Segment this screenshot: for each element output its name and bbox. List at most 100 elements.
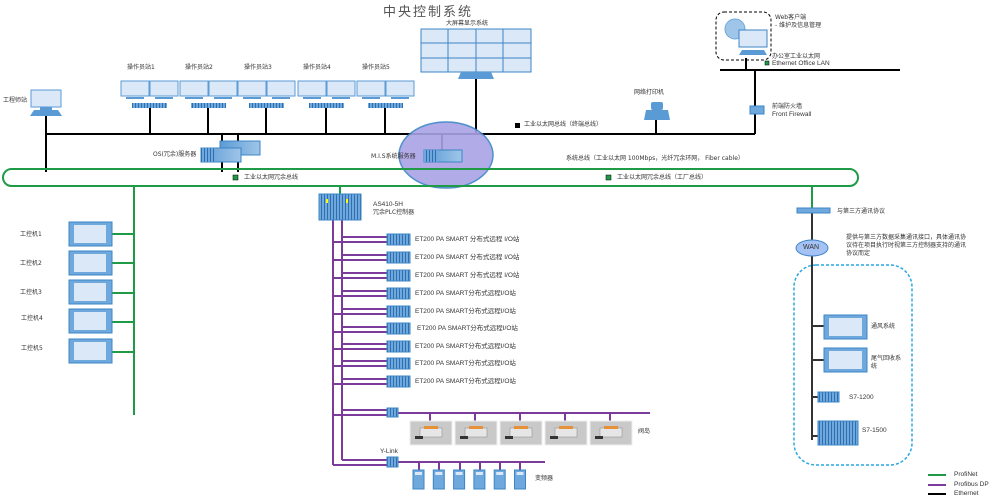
drive [514,469,526,490]
drive [453,469,466,490]
third-party-note-3: 协议而定 [846,250,871,257]
third-party-note-1: 提供与第三方数据采集通讯接口，具体通讯协 [846,234,967,241]
legend-profibus: Profibus DP [954,481,989,488]
s7-1200-label: S7-1200 [849,394,874,401]
io-station-label: ET200 PA SMART 分布式远程 I/O站 [415,236,520,243]
printer-label: 网络打印机 [634,89,665,96]
office-lan-label-1: 办公室工业以太网 [772,53,821,60]
wan-node [795,239,829,257]
io-station-label: ET200 PA SMART分布式远程I/O站 [415,290,516,297]
io-station [386,251,411,264]
web-client-label-1: Web客户端 [775,14,807,21]
valve-island [454,420,498,446]
operator-station-label-2: 操作员站2 [185,64,213,71]
io-station [386,287,411,300]
network-printer [644,102,670,120]
exhaust-recovery-panel [823,347,868,373]
diagram-title: 中央控制系统 [383,5,474,20]
io-station-label: ET200 PA SMART分布式远程I/O站 [417,325,518,332]
hmi-label-3: 工控机3 [20,289,42,296]
hmi-panel-4 [68,308,113,334]
system-bus-ring [2,168,859,187]
legend-profinet: ProfiNet [954,471,978,478]
io-station-label: ET200 PA SMART 分布式远程 I/O站 [415,254,520,261]
io-station [386,322,411,335]
front-firewall-device [749,105,765,115]
third-party-note-2: 议待在项目执行时视第三方控制器支持的通讯 [846,242,967,249]
valve-coupler [386,407,399,418]
operator-station-label-5: 操作员站5 [362,64,390,71]
drive [473,469,486,490]
hmi-label-2: 工控机2 [20,260,42,267]
terminal-bus-label: 工业以太网总线（终端总线） [524,121,603,128]
terminal-bus-marker [515,123,520,128]
office-lan-marker [764,60,770,66]
hmi-panels [68,221,113,364]
valve-island-label: 阀岛 [638,428,651,435]
os-server-label: OS(冗余)服务器 [153,151,197,158]
ring-left-label: 工业以太网冗余总线 [244,174,299,181]
firewall-label-1: 前端防火墙 [772,103,803,110]
ventilation-panel [823,314,868,340]
big-screen-label: 大屏幕显示系统 [446,20,489,27]
engineer-station-computer [30,89,62,116]
plc-label-1: AS410-5H [373,201,403,208]
hmi-panel-3 [68,279,113,305]
drive [493,469,506,490]
operator-station-label-4: 操作员站4 [303,64,331,71]
io-station [386,305,411,318]
operator-station-2 [179,80,238,108]
s7-1500-device [817,420,859,446]
engineer-station-label: 工程师站 [3,97,28,104]
io-station [386,357,411,370]
drive [432,469,445,490]
os-redundant-servers [200,140,261,163]
valve-island [589,420,633,446]
io-stations [386,233,411,388]
hmi-label-5: 工控机5 [21,345,43,352]
ventilation-label: 通风系统 [871,323,896,330]
third-party-zone [793,264,913,466]
operator-station-4 [297,80,356,108]
operator-station-label-1: 操作员站1 [127,64,155,71]
valve-islands [409,420,633,446]
exhaust-label-1: 尾气回收系 [871,355,902,362]
mis-server-label: M.I.S系统服务器 [371,153,416,160]
io-station [386,269,411,282]
ring-marker-right [605,174,612,181]
ylink-label: Y-Link [380,448,398,455]
s7-1500-label: S7-1500 [862,427,887,434]
hmi-panel-1 [68,221,113,247]
protocol-label: 与第三方通讯协议 [837,208,886,215]
hmi-panel-5 [68,338,113,364]
valve-island [409,420,453,446]
big-screen-display [420,28,532,79]
exhaust-label-2: 统 [871,363,878,370]
profibus-network [332,218,650,470]
plc-controller [318,193,362,221]
protocol-gateway [796,207,831,214]
ring-right-label: 工业以太网冗余总线（工厂总线） [617,174,708,181]
valve-island [544,420,588,446]
operator-station-3 [237,80,296,108]
ring-marker-left [232,174,239,181]
operator-stations [120,80,415,108]
io-station [386,340,411,353]
hmi-label-1: 工控机1 [20,231,42,238]
firewall-label-2: Front Firewall [772,111,812,118]
drive [412,469,425,490]
wan-label: WAN [803,244,820,251]
io-station-label: ET200 PA SMART分布式远程I/O站 [415,360,516,367]
operator-station-label-3: 操作员站3 [244,64,272,71]
plc-label-2: 冗余PLC控制器 [373,209,415,216]
legend-ethernet: Ethernet [954,490,979,497]
ylink-coupler [386,456,399,468]
io-station [386,375,411,388]
operator-station-1 [120,80,179,108]
drives [412,469,526,490]
hmi-panel-2 [68,250,113,276]
web-client-label-2: - 维护及信息管理 [775,22,822,29]
s7-1200-device [817,391,840,403]
io-station [386,233,411,246]
